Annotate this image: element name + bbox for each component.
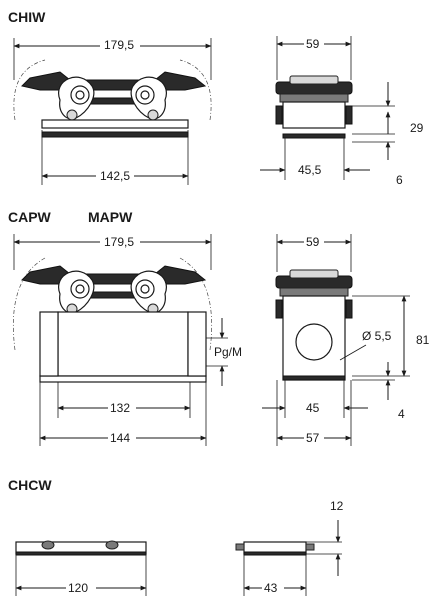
section-title-capw: CAPW <box>8 209 52 225</box>
dim-capw-side-width: 59 <box>306 235 320 249</box>
chcw-front-view: 120 <box>15 540 147 596</box>
dim-chiw-overall-width: 179,5 <box>104 38 134 52</box>
section-title-chiw: CHIW <box>8 9 46 25</box>
chiw-front-view: 179,5 142,5 <box>13 37 212 185</box>
dim-chiw-height: 29 <box>410 121 424 135</box>
dim-chiw-side-width: 59 <box>306 37 320 51</box>
dim-chiw-base-thickness: 6 <box>396 173 403 187</box>
chcw-side-view: 43 12 <box>235 499 344 596</box>
dim-capw-height: 81 <box>416 333 430 347</box>
capw-lever-right <box>130 270 167 315</box>
dim-chiw-side-bottom: 45,5 <box>298 163 322 177</box>
dim-capw-side-bottom: 57 <box>306 431 320 445</box>
section-title-mapw: MAPW <box>88 209 133 225</box>
dim-capw-inner-width: 132 <box>110 401 130 415</box>
dim-chcw-width: 120 <box>68 581 88 595</box>
dim-capw-overall-width: 179,5 <box>104 235 134 249</box>
dim-capw-side-inner: 45 <box>306 401 320 415</box>
dim-chcw-height: 12 <box>330 499 344 513</box>
capw-side-view: 59 Ø 5,5 81 4 45 57 <box>262 234 434 446</box>
capw-front-view: 179,5 Pg/M 132 <box>12 234 242 446</box>
chiw-lever-right <box>130 76 167 121</box>
dim-chcw-side-width: 43 <box>264 581 278 595</box>
dim-capw-base-thickness: 4 <box>398 407 405 421</box>
dim-capw-thread: Pg/M <box>214 345 242 359</box>
dim-capw-base-width: 144 <box>110 431 130 445</box>
section-title-chcw: CHCW <box>8 477 52 493</box>
chiw-side-view: 59 29 6 45,5 <box>260 36 424 187</box>
capw-lever-left <box>58 270 95 315</box>
dim-chiw-base-width: 142,5 <box>100 169 130 183</box>
dim-capw-hole-dia: Ø 5,5 <box>362 329 392 343</box>
chiw-lever-left <box>58 76 95 121</box>
